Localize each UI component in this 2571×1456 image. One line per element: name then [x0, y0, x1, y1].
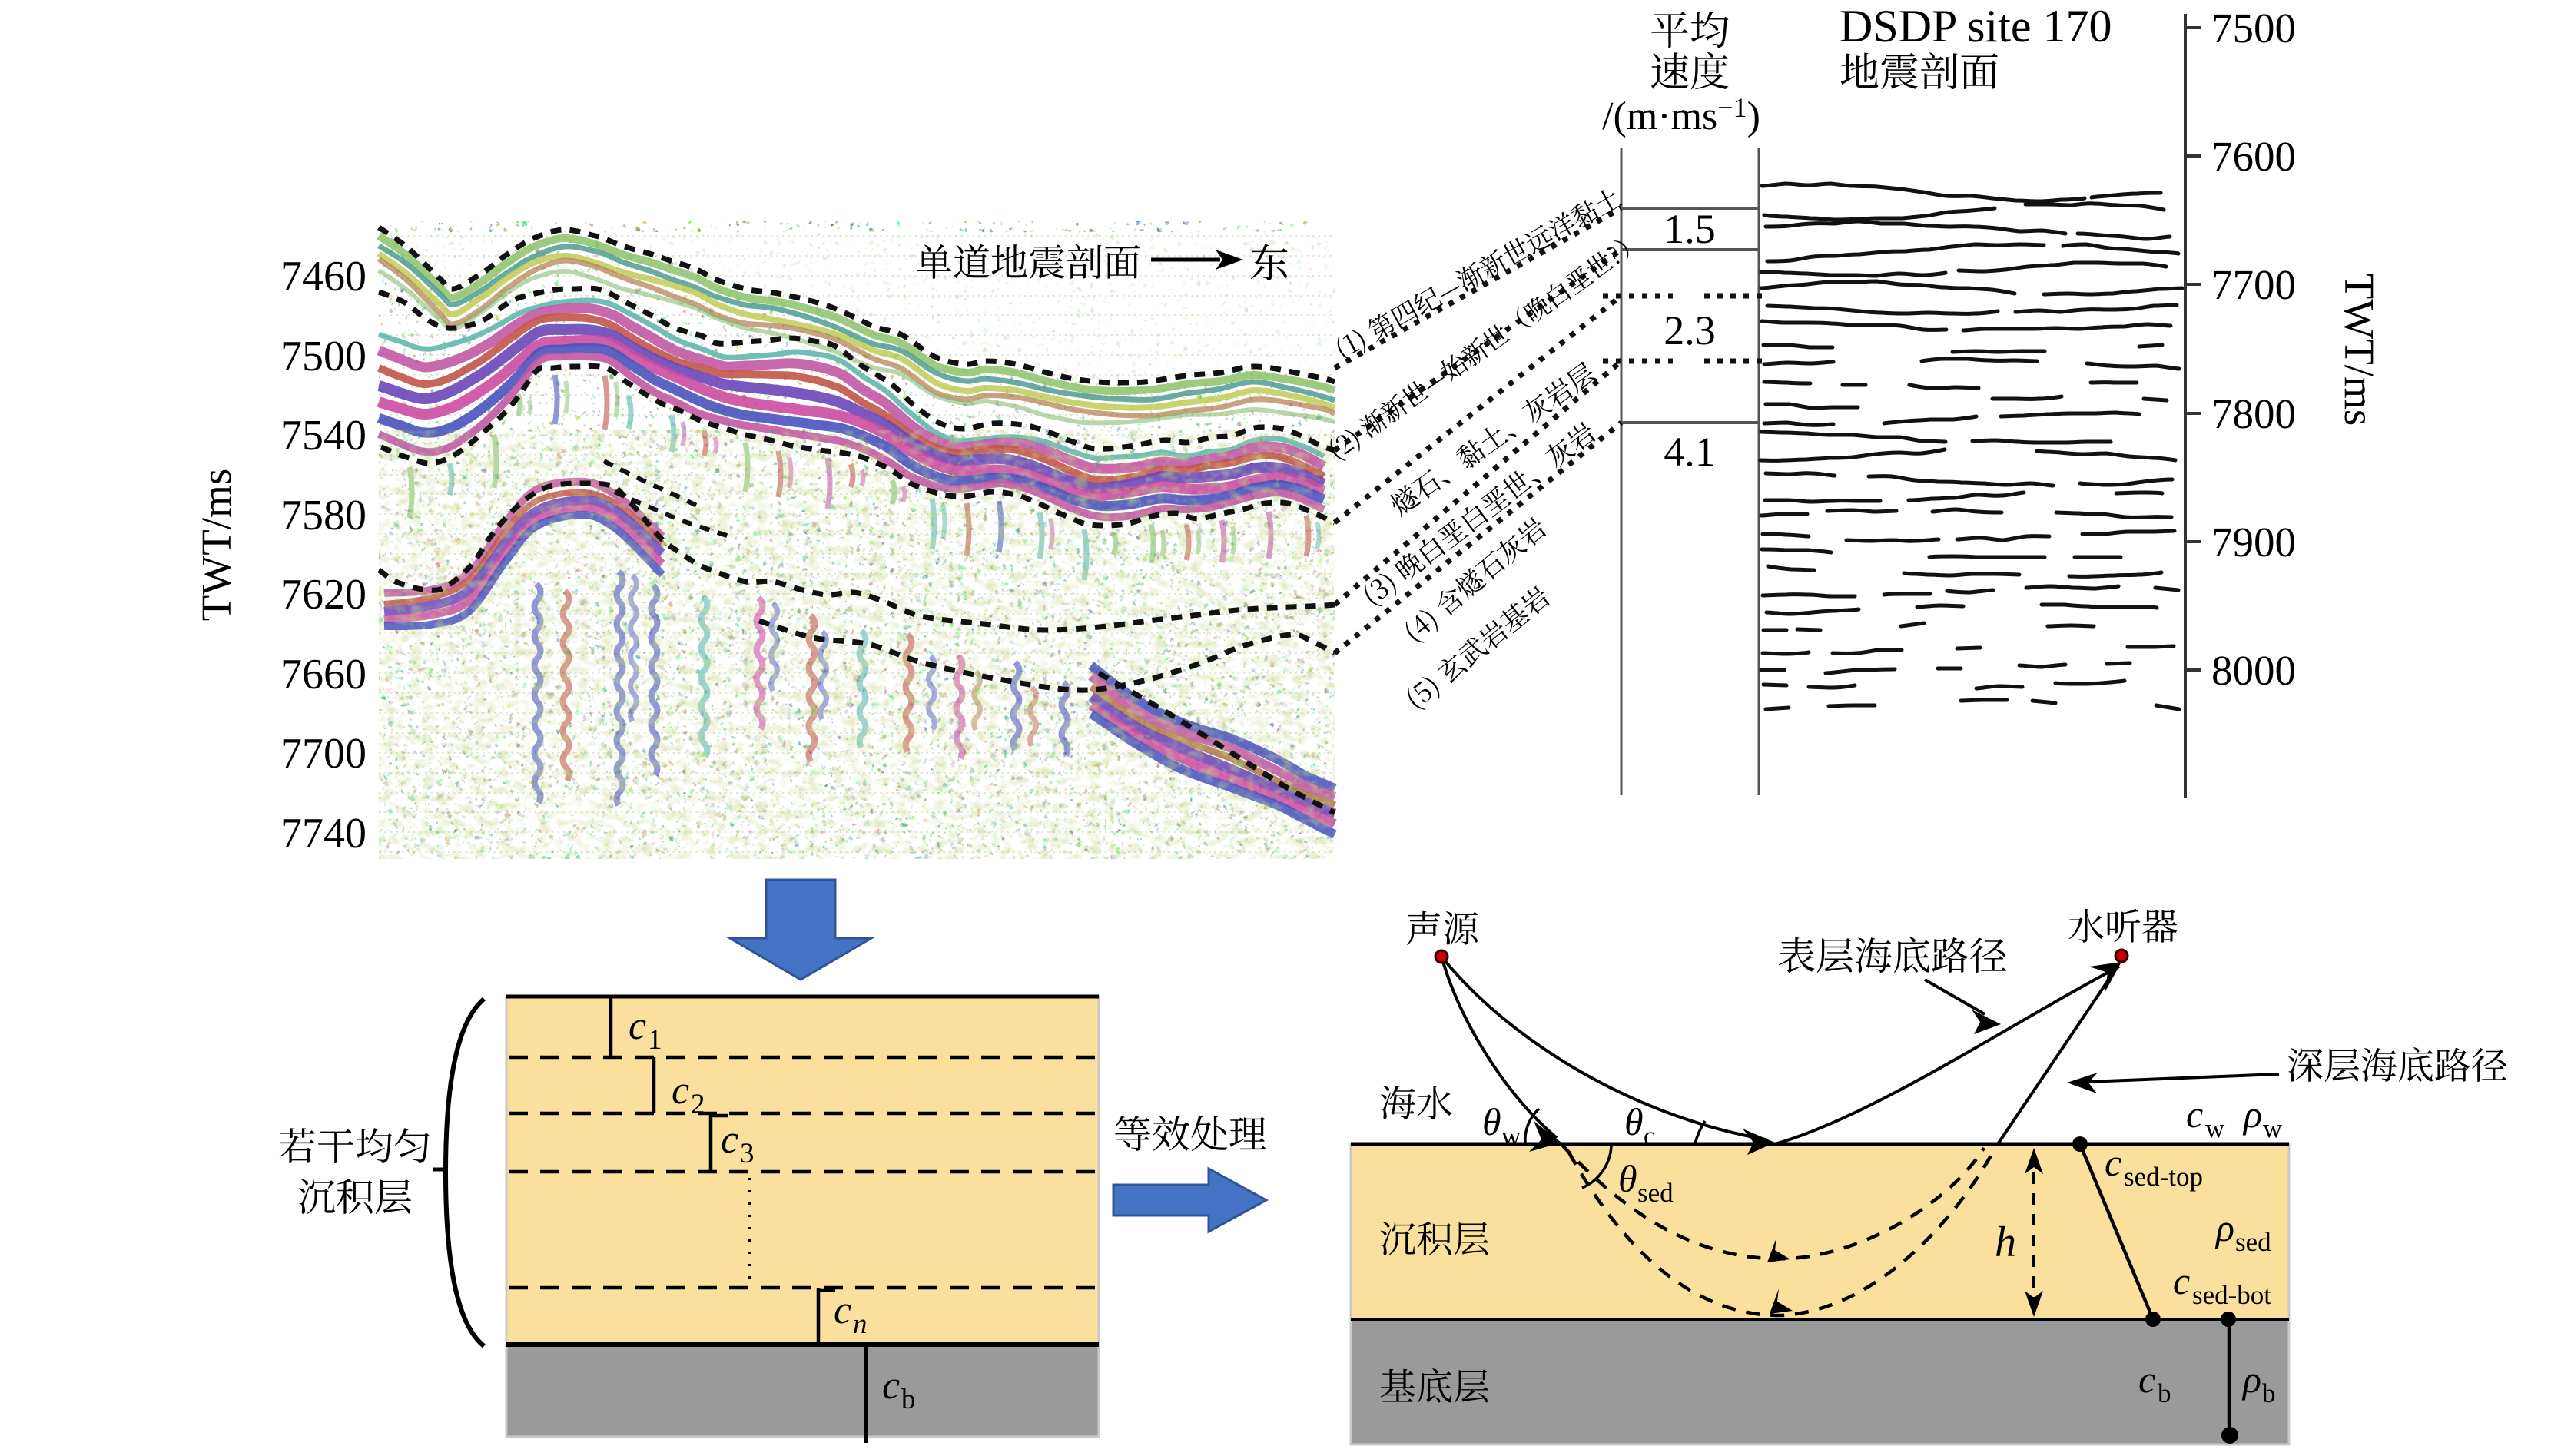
svg-text:sed-top: sed-top [2124, 1162, 2203, 1192]
svg-text:c: c [2138, 1358, 2155, 1401]
svg-text:2: 2 [691, 1089, 705, 1120]
svg-text:n: n [853, 1308, 868, 1340]
svg-text:7740: 7740 [280, 810, 367, 857]
svg-text:sed-bot: sed-bot [2192, 1280, 2271, 1310]
svg-text:7660: 7660 [280, 651, 367, 698]
svg-text:ρ: ρ [2241, 1358, 2261, 1401]
svg-text:b: b [901, 1384, 916, 1415]
svg-text:sed: sed [2235, 1227, 2271, 1257]
svg-text:ρ: ρ [2242, 1093, 2262, 1136]
svg-text:1: 1 [648, 1024, 662, 1056]
svg-text:2.3: 2.3 [1664, 307, 1716, 353]
svg-text:sed: sed [1637, 1178, 1674, 1208]
svg-text:w: w [1501, 1121, 1521, 1151]
svg-text:w: w [2205, 1113, 2225, 1143]
svg-text:ρ: ρ [2214, 1206, 2234, 1249]
svg-text:7620: 7620 [280, 571, 367, 619]
svg-text:θ: θ [1624, 1100, 1644, 1143]
svg-text:3: 3 [740, 1138, 755, 1169]
svg-text:7580: 7580 [280, 492, 367, 539]
svg-text:7460: 7460 [280, 253, 367, 300]
svg-text:7600: 7600 [2211, 133, 2296, 180]
svg-text:θ: θ [1618, 1157, 1637, 1200]
svg-text:7540: 7540 [280, 412, 367, 459]
svg-text:7500: 7500 [2211, 5, 2296, 51]
svg-text:c: c [629, 1004, 646, 1048]
svg-text:TWT/ms: TWT/ms [193, 469, 240, 622]
svg-text:7700: 7700 [280, 730, 367, 778]
svg-text:7500: 7500 [280, 333, 367, 380]
svg-text:7700: 7700 [2211, 261, 2296, 308]
svg-text:w: w [2263, 1113, 2283, 1143]
svg-text:c: c [721, 1118, 738, 1162]
svg-text:c: c [834, 1289, 851, 1332]
svg-text:c: c [1644, 1121, 1656, 1151]
svg-text:θ: θ [1482, 1100, 1501, 1143]
svg-text:h: h [1995, 1219, 2016, 1266]
svg-text:c: c [2186, 1093, 2203, 1136]
svg-text:c: c [672, 1069, 689, 1113]
svg-text:DSDP site 170: DSDP site 170 [1840, 1, 2112, 51]
svg-text:b: b [2158, 1378, 2171, 1408]
svg-text:b: b [2262, 1378, 2276, 1408]
svg-text:1.5: 1.5 [1664, 206, 1716, 252]
svg-text:8000: 8000 [2211, 647, 2296, 694]
svg-text:c: c [2173, 1259, 2190, 1302]
svg-text:7800: 7800 [2211, 390, 2296, 437]
svg-text:4.1: 4.1 [1664, 429, 1716, 475]
svg-text:c: c [882, 1364, 900, 1408]
svg-text:7900: 7900 [2211, 519, 2296, 565]
svg-text:TWT/ms: TWT/ms [2336, 274, 2383, 426]
svg-text:c: c [2105, 1141, 2121, 1184]
